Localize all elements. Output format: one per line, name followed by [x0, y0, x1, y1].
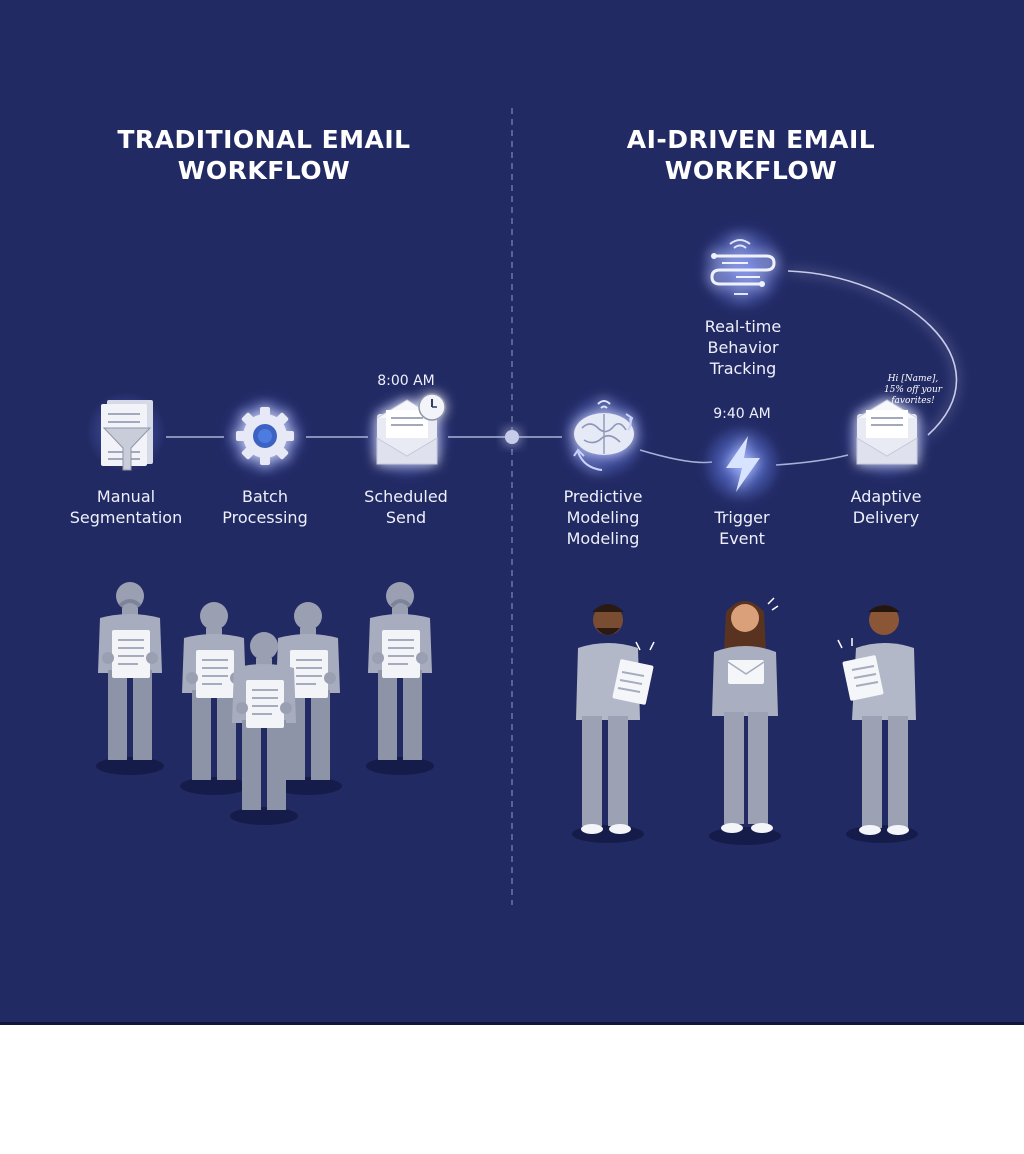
step-label-scheduled-send: Scheduled Send	[331, 486, 481, 528]
step-label-trigger-event: Trigger Event	[667, 507, 817, 549]
lightning-bolt-icon	[702, 424, 782, 504]
email-preview-line: 15% off your	[883, 385, 943, 395]
step-label-line: Processing	[222, 508, 308, 527]
infographic-artwork	[86, 108, 958, 905]
step-label-batch-processing: Batch Processing	[190, 486, 340, 528]
infographic-canvas: TRADITIONAL EMAIL WORKFLOW AI-DRIVEN EMA…	[0, 0, 1024, 1025]
ai-recipient-center	[709, 597, 781, 845]
trigger-time-label: 9:40 AM	[713, 406, 771, 422]
step-label-line: Modeling	[566, 508, 640, 527]
ai-recipient-right	[837, 605, 918, 843]
signal-stream-icon	[699, 224, 787, 312]
step-label-line: Adaptive	[850, 487, 922, 506]
step-label-line: Delivery	[852, 508, 920, 527]
email-preview-line: Hi [Name],	[887, 374, 939, 384]
step-label-line: Real-time	[704, 317, 782, 336]
traditional-title-line2: WORKFLOW	[177, 156, 351, 185]
envelope-icon	[843, 392, 931, 480]
step-label-line: Segmentation	[69, 508, 183, 527]
envelope-clock-icon	[363, 392, 451, 480]
traditional-title-line1: TRADITIONAL EMAIL	[117, 125, 411, 154]
traditional-workers-group	[95, 581, 435, 826]
ai-title-line1: AI-DRIVEN EMAIL	[626, 125, 876, 154]
step-label-line: Behavior	[707, 338, 779, 357]
step-label-predictive-modeling: Predictive Modeling Modeling	[528, 486, 678, 549]
center-node	[505, 430, 519, 444]
step-label-line: Event	[719, 529, 765, 548]
step-label-line: Tracking	[709, 359, 777, 378]
send-time-label: 8:00 AM	[377, 373, 435, 389]
funnel-document-icon	[86, 392, 166, 472]
step-label-adaptive-delivery: Adaptive Delivery	[811, 486, 961, 528]
canvas-bottom-border	[0, 1022, 1024, 1025]
step-label-line: Trigger	[714, 508, 770, 527]
ai-title-line2: WORKFLOW	[664, 156, 838, 185]
step-label-behavior-tracking: Real-time Behavior Tracking	[668, 316, 818, 379]
email-preview-line: favorites!	[891, 396, 935, 406]
step-label-line: Send	[385, 508, 427, 527]
step-label-line: Modeling	[566, 529, 640, 548]
step-label-line: Batch	[242, 487, 288, 506]
traditional-title: TRADITIONAL EMAIL WORKFLOW	[84, 124, 444, 186]
brain-icon	[560, 392, 648, 480]
gear-icon	[223, 394, 307, 478]
step-label-line: Manual	[96, 487, 156, 506]
ai-recipient-left	[572, 604, 655, 843]
personalized-email-preview: Hi [Name], 15% off your favorites!	[868, 374, 958, 407]
step-label-line: Predictive	[563, 487, 643, 506]
step-label-manual-segmentation: Manual Segmentation	[51, 486, 201, 528]
step-label-line: Scheduled	[364, 487, 448, 506]
feedback-loop-arc	[787, 270, 958, 436]
ai-title: AI-DRIVEN EMAIL WORKFLOW	[571, 124, 931, 186]
